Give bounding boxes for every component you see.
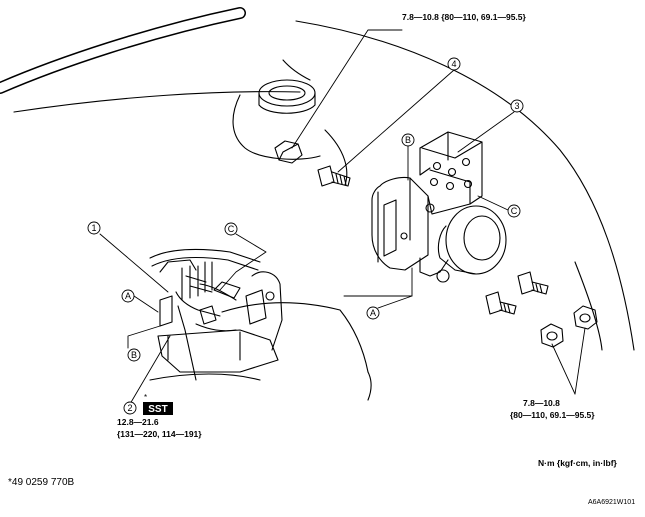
callout-a-left: A bbox=[125, 291, 131, 301]
mounting-nuts-drawing bbox=[274, 140, 598, 348]
bolt-4 bbox=[317, 165, 351, 187]
leader-lines bbox=[99, 29, 586, 405]
unit-note: N·m {kgf·cm, in·lbf} bbox=[538, 458, 618, 468]
bolt-lower-1 bbox=[517, 271, 549, 295]
callout-3: 3 bbox=[514, 101, 519, 111]
callout-circle-4 bbox=[447, 57, 461, 71]
callout-circle-a-center bbox=[366, 306, 380, 320]
sst-badge: SST * bbox=[143, 393, 173, 415]
torque-spec-left-line2: {131—220, 114—191} bbox=[117, 429, 202, 439]
callout-circle-3 bbox=[510, 99, 524, 113]
callout-c-right: C bbox=[511, 206, 518, 216]
callout-b-left: B bbox=[131, 350, 137, 360]
callout-b-top: B bbox=[405, 135, 411, 145]
callout-circle-b-top bbox=[401, 133, 415, 147]
abs-hydraulic-unit-drawing bbox=[371, 131, 507, 283]
torque-spec-right-line1: 7.8—10.8 bbox=[523, 398, 560, 408]
bolt-lower-2 bbox=[485, 291, 517, 315]
sst-label: SST bbox=[148, 404, 167, 415]
callout-1: 1 bbox=[91, 223, 96, 233]
callout-circle-b-left bbox=[127, 348, 141, 362]
torque-spec-top: 7.8—10.8 {80—110, 69.1—95.5} bbox=[402, 12, 527, 22]
figure-code: A6A6921W101 bbox=[588, 499, 635, 506]
callout-circle-1 bbox=[87, 221, 101, 235]
brake-pipe-assembly-drawing bbox=[149, 248, 283, 381]
nut-lower-right bbox=[573, 305, 598, 330]
callout-a-center: A bbox=[370, 308, 376, 318]
sst-asterisk: * bbox=[144, 393, 147, 402]
callout-circle-2 bbox=[123, 401, 137, 415]
callout-markers bbox=[87, 57, 524, 415]
reservoir-cap-drawing bbox=[258, 79, 316, 114]
callout-circle-c-left bbox=[224, 222, 238, 236]
torque-spec-right-line2: {80—110, 69.1—95.5} bbox=[510, 410, 595, 420]
nut-lower-left bbox=[540, 323, 564, 348]
tool-number: *49 0259 770B bbox=[8, 477, 75, 488]
callout-4: 4 bbox=[451, 59, 456, 69]
callout-c-left: C bbox=[228, 224, 235, 234]
callout-2: 2 bbox=[127, 403, 132, 413]
torque-spec-left-line1: 12.8—21.6 bbox=[117, 417, 159, 427]
callout-circle-a-left bbox=[121, 289, 135, 303]
callout-circle-c-right bbox=[507, 204, 521, 218]
vehicle-body-outline bbox=[0, 7, 635, 401]
